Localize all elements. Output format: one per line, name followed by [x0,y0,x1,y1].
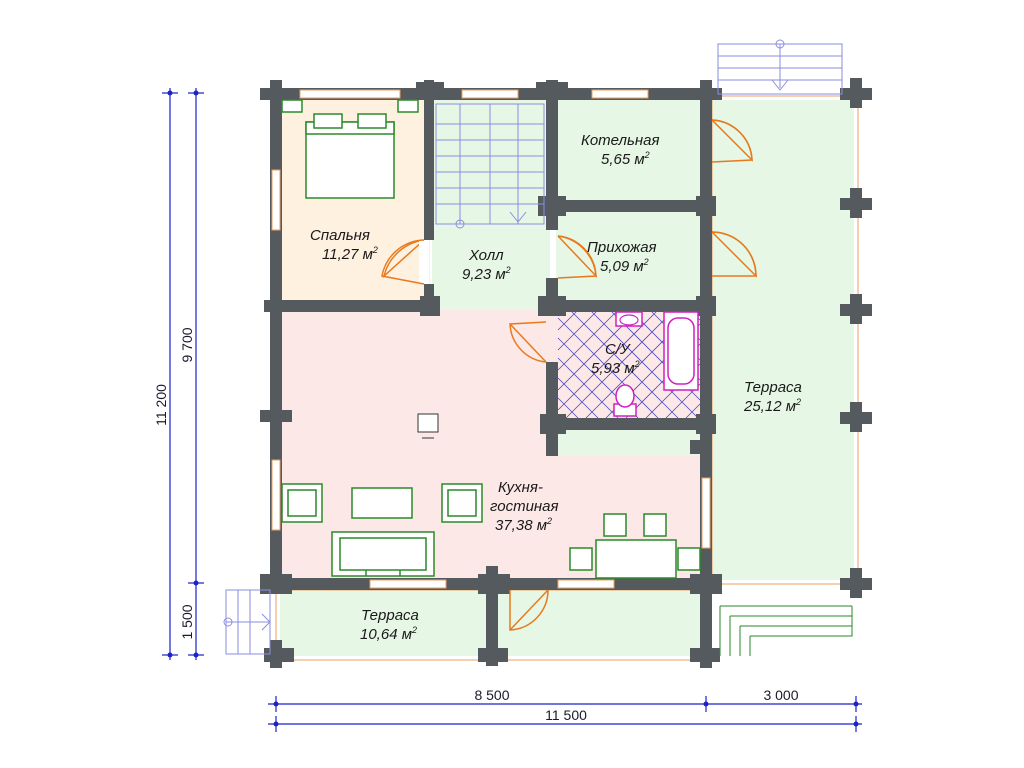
terrace-east-floor [712,100,854,580]
coffee-table [351,487,413,519]
terrace-east-area: 25,12 м2 [743,397,801,415]
room-labels: Спальня 11,27 м2 Холл 9,23 м2 Котельная … [310,132,802,643]
kitchen-corridor-floor [558,428,700,456]
entrance-area: 5,09 м2 [600,257,649,275]
dim-total-width: 11 500 [545,707,587,723]
terrace-south-name: Терраса [361,607,419,624]
kitchen-name-line2: гостиная [490,498,559,515]
dim-inner-height: 9 700 [179,327,195,362]
dim-total-height: 11 200 [153,384,169,426]
bathroom-area: 5,93 м2 [591,359,640,377]
kitchen-area: 37,38 м2 [495,516,552,534]
dim-house-width: 8 500 [474,687,509,703]
kitchen-terrace-door [509,589,549,631]
corner-steps [719,605,853,656]
bedroom-door [382,239,425,279]
doors [381,119,757,631]
staircase [223,39,843,655]
dim-terrace-height: 1 500 [179,604,195,639]
bedroom-area: 11,27 м2 [322,245,378,263]
dining-table [595,539,677,579]
boiler-floor [556,100,702,204]
terrace-east-name: Терраса [744,379,802,396]
dimension-lines: 11 200 9 700 1 500 8 500 3 000 11 500 [153,88,862,732]
boiler-name: Котельная [581,132,659,149]
entrance-name: Прихожая [587,239,657,256]
entrance-floor [556,212,702,302]
furniture [281,99,701,579]
bedroom-name: Спальня [310,227,370,244]
hall-area: 9,23 м2 [462,265,511,283]
terrace-south-area: 10,64 м2 [360,625,417,643]
windows [271,89,711,589]
bathroom-door [509,321,547,363]
dim-terrace-width: 3 000 [763,687,798,703]
boiler-area: 5,65 м2 [601,150,650,168]
hall-name: Холл [468,247,504,264]
kitchen-name-line1: Кухня- [498,479,543,496]
bathroom-name: С/У [605,341,631,358]
